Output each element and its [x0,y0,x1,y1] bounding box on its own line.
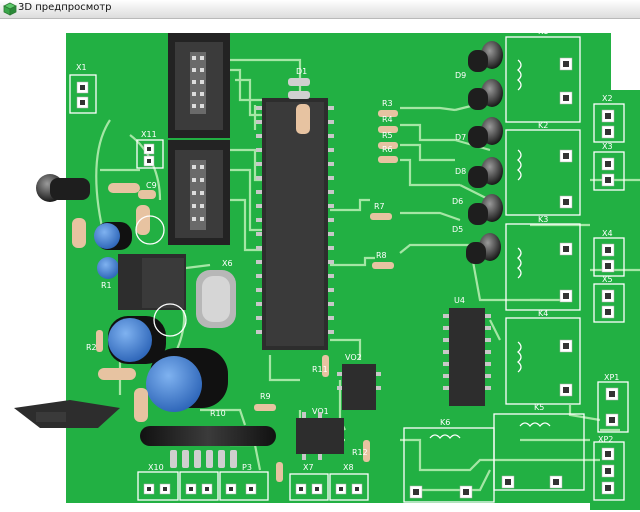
ref-x10: X10 [148,463,164,472]
idc-connector-bottom [168,140,230,245]
ref-d9: D9 [455,71,466,80]
ref-c9: C9 [146,181,157,190]
led-column: D9 D8 D7 D6 D5 [452,41,503,264]
pcb-render[interactable]: X1 X11 [0,19,640,512]
connector-x4: X4 [593,229,625,277]
optocoupler-vo1: VO1 [296,407,344,460]
resistor-r7: R7 [370,202,392,220]
ref-r12: R12 [352,448,368,457]
silk-circles [135,215,187,337]
connector-x1: X1 [69,63,97,114]
ref-vo2: VO2 [345,353,362,362]
ref-k1: K1 [538,27,548,36]
ref-x2: X2 [602,94,613,103]
ref-d1: D1 [296,67,307,76]
resistor-r6: R6 [378,145,398,163]
connector-x10: X10 [137,463,179,501]
title-bar[interactable]: 3D предпросмотр [0,0,640,19]
ref-r8: R8 [376,251,387,260]
crystal-x6: X6 [196,259,236,328]
ceramic-caps-lower [98,368,148,422]
ref-x8: X8 [343,463,354,472]
ref-x1: X1 [76,63,87,72]
idc-connector-top [168,33,230,138]
optocoupler-vo2: VO2 [337,353,381,410]
resistor-r12: R12 [352,440,370,462]
ref-r11: R11 [312,365,328,374]
ref-r4: R4 [382,115,393,124]
resistor-r9: R9 [254,392,276,411]
connector-xp1: XP1 [597,373,629,433]
ref-r10: R10 [210,409,226,418]
relay-k1: K1 [505,27,581,123]
relay-k6: K6 [403,418,495,503]
led-black-left [36,174,90,202]
ref-k5: K5 [534,403,544,412]
ref-d7: D7 [455,133,466,142]
3d-cube-icon [3,2,17,16]
resistor-r15 [108,183,140,193]
ref-k4: K4 [538,309,548,318]
connector-p3: P3 [219,463,269,501]
ref-d5: D5 [452,225,463,234]
connector-x7: X7 [289,463,329,501]
voltage-regulator: R1 [101,254,186,310]
resistor-r4: R4 [378,115,398,133]
ref-r1: R1 [101,281,112,290]
3d-viewport[interactable]: X1 X11 [0,19,640,512]
power-transistor [14,400,120,428]
resistor-r3: R3 [378,99,398,117]
ref-k6: K6 [440,418,450,427]
electrolytic-small [94,222,132,279]
capacitor-c9: C9 [138,181,157,199]
diode-d1: D1 [288,67,310,99]
connector-bottom-2 [179,471,219,501]
resistor-r11: R11 [312,355,329,377]
ref-x6: X6 [222,259,233,268]
jumper-small [276,462,283,482]
ref-d8: D8 [455,167,466,176]
ref-x4: X4 [602,229,613,238]
mcu-chip [256,98,334,350]
ref-r9: R9 [260,392,271,401]
ref-k2: K2 [538,121,548,130]
connector-x11: X11 [136,130,164,169]
electrolytic-large [108,316,228,412]
ref-x7: X7 [303,463,314,472]
ref-r3: R3 [382,99,393,108]
ref-r6: R6 [382,145,393,154]
ref-x3: X3 [602,142,613,151]
ref-x11: X11 [141,130,157,139]
connector-xp2: XP2 [593,435,625,501]
resistor-r2: R2 [86,330,103,352]
ref-r5: R5 [382,131,393,140]
ref-xp1: XP1 [604,373,619,382]
ref-p3: P3 [242,463,252,472]
ceramic-caps [72,205,150,248]
window-title: 3D предпросмотр [18,2,112,13]
relay-k2: K2 [505,121,581,216]
connector-x3: X3 [593,142,625,191]
connector-x8: X8 [329,463,369,501]
relay-k3: K3 [505,215,581,311]
ref-xp2: XP2 [598,435,613,444]
chip-u4: U4 [443,296,491,406]
ref-r2: R2 [86,343,97,352]
ref-u4: U4 [454,296,465,305]
ref-k3: K3 [538,215,548,224]
resistor-r5: R5 [378,131,398,149]
relay-k4: K4 [505,309,581,405]
resistor-network-r10: R10 [140,409,276,468]
ref-d6: D6 [452,197,463,206]
resistor-r8: R8 [372,251,394,269]
connector-x5: X5 [593,275,625,323]
connector-x2: X2 [593,94,625,143]
ref-vo1: VO1 [312,407,329,416]
ref-x5: X5 [602,275,613,284]
ref-r7: R7 [374,202,385,211]
